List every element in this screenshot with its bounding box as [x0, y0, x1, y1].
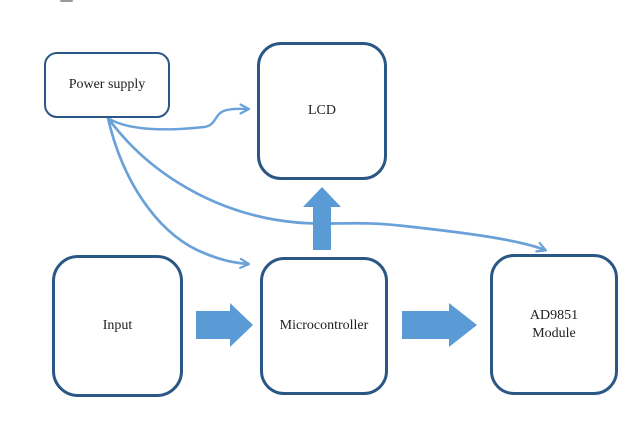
block-lcd-label: LCD — [308, 103, 336, 119]
block-power-supply: Power supply — [44, 52, 170, 118]
block-microcontroller-label: Microcontroller — [279, 318, 369, 334]
block-arrow-input-to-microcontroller — [196, 303, 253, 347]
block-power-supply-label: Power supply — [68, 77, 146, 93]
block-arrow-microcontroller-to-lcd — [303, 187, 341, 250]
block-arrow-microcontroller-to-ad9851 — [402, 303, 477, 347]
arrow-power-supply-to-microcontroller — [106, 116, 251, 269]
block-ad9851-module: AD9851 Module — [490, 254, 618, 395]
block-input: Input — [52, 255, 183, 397]
block-ad9851-module-label: AD9851 Module — [530, 307, 578, 342]
scan-artifact-smudge — [60, 0, 73, 2]
block-microcontroller: Microcontroller — [260, 257, 388, 395]
block-ad9851-label-line1: AD9851 — [529, 308, 579, 323]
arrow-power-supply-to-lcd — [106, 103, 251, 131]
block-lcd: LCD — [257, 42, 387, 180]
block-input-label: Input — [102, 318, 133, 334]
block-ad9851-label-line2: Module — [532, 325, 576, 341]
